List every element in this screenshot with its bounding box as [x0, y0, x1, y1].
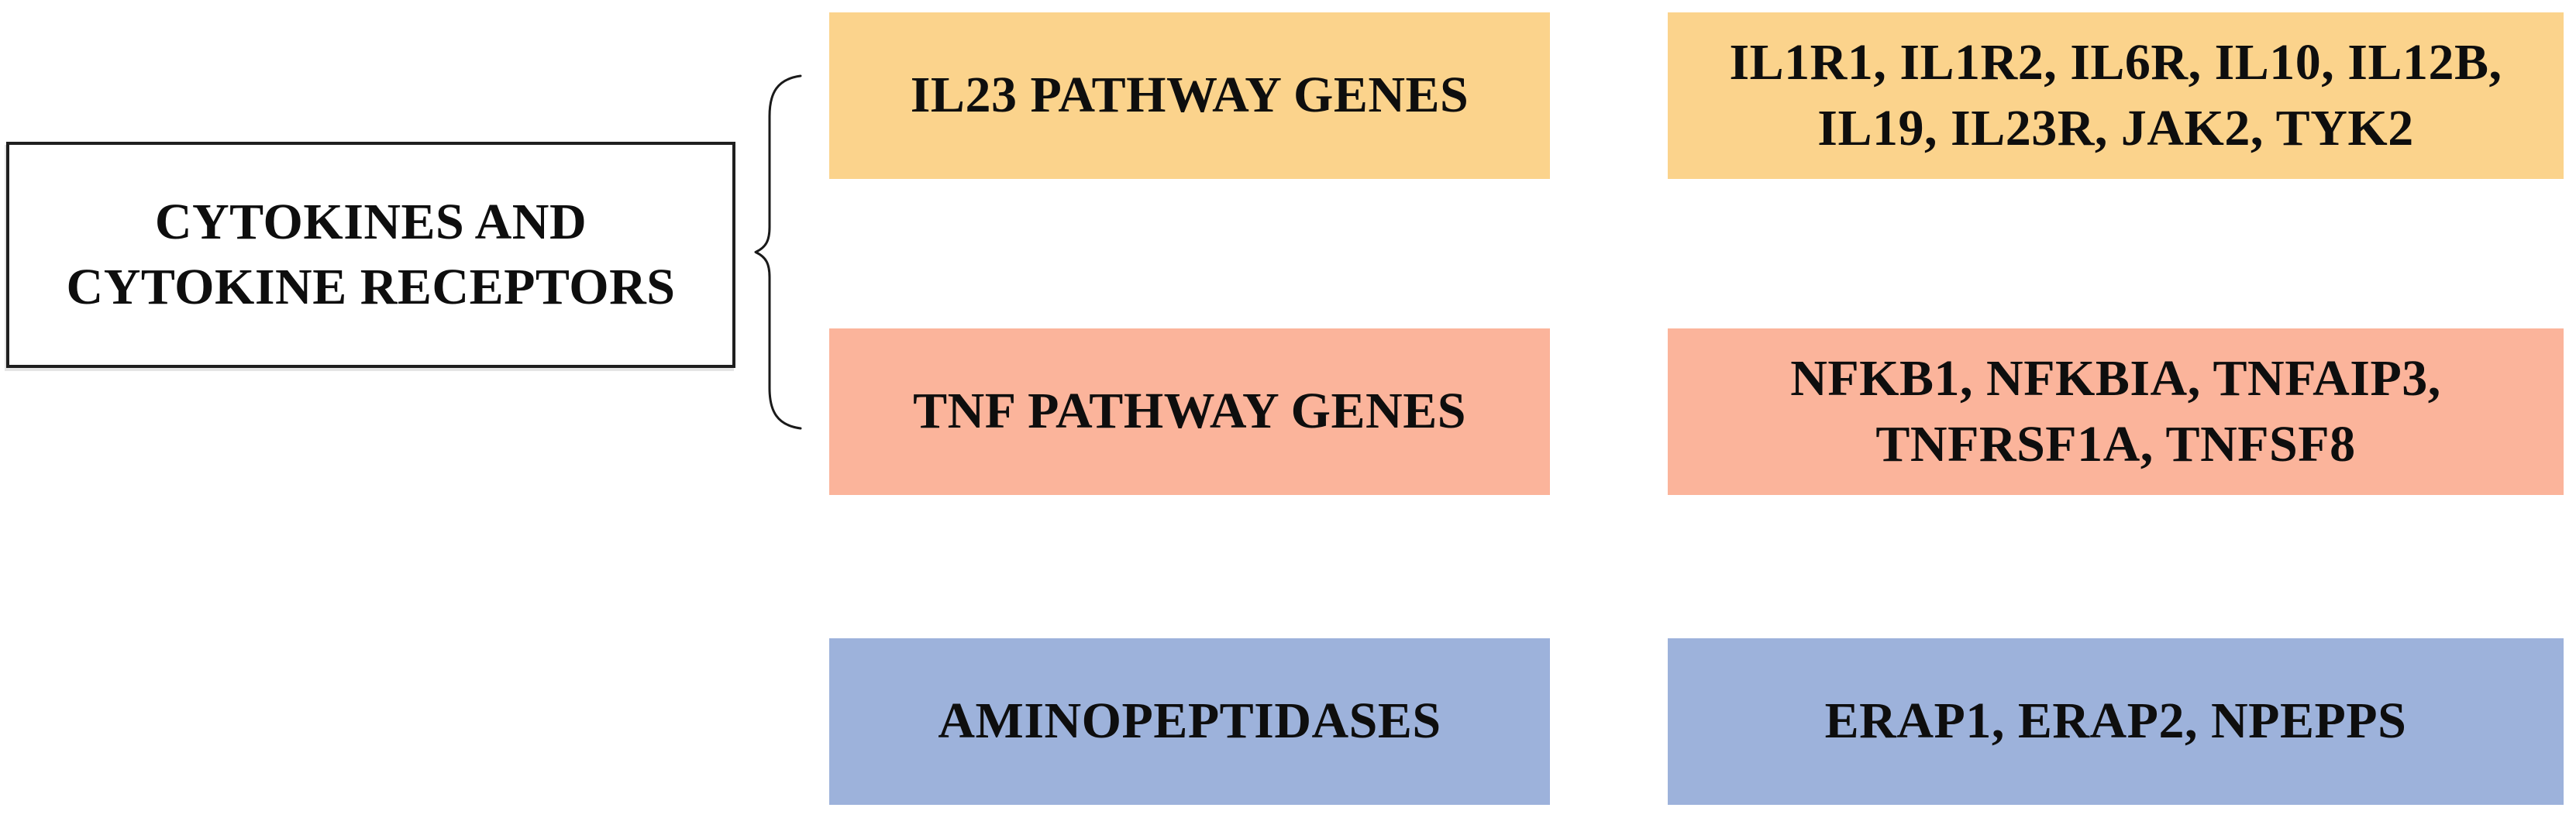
curly-brace-icon [754, 74, 802, 430]
genes-box-tnf: NFKB1, NFKBIA, TNFAIP3, TNFRSF1A, TNFSF8 [1668, 328, 2564, 495]
pathway-label-tnf: TNF PATHWAY GENES [913, 383, 1466, 440]
genes-box-aminopeptidases: ERAP1, ERAP2, NPEPPS [1668, 638, 2564, 805]
genes-il23-line2: IL19, IL23R, JAK2, TYK2 [1817, 99, 2414, 156]
genes-box-il23: IL1R1, IL1R2, IL6R, IL10, IL12B, IL19, I… [1668, 12, 2564, 179]
genes-tnf-line2: TNFRSF1A, TNFSF8 [1875, 415, 2356, 473]
genes-aminopeptidases-line1: ERAP1, ERAP2, NPEPPS [1824, 693, 2407, 750]
category-title-line1: CYTOKINES AND [154, 193, 587, 250]
genes-il23-line1: IL1R1, IL1R2, IL6R, IL10, IL12B, [1729, 34, 2502, 91]
genes-tnf-line1: NFKB1, NFKBIA, TNFAIP3, [1790, 350, 2441, 407]
pathway-label-box-il23: IL23 PATHWAY GENES [829, 12, 1550, 179]
category-title-line2: CYTOKINE RECEPTORS [66, 259, 676, 315]
pathway-label-il23: IL23 PATHWAY GENES [910, 67, 1469, 124]
category-box-cytokines: CYTOKINES AND CYTOKINE RECEPTORS [6, 142, 735, 368]
pathway-label-aminopeptidases: AMINOPEPTIDASES [938, 693, 1441, 750]
pathway-label-box-tnf: TNF PATHWAY GENES [829, 328, 1550, 495]
pathway-label-box-aminopeptidases: AMINOPEPTIDASES [829, 638, 1550, 805]
